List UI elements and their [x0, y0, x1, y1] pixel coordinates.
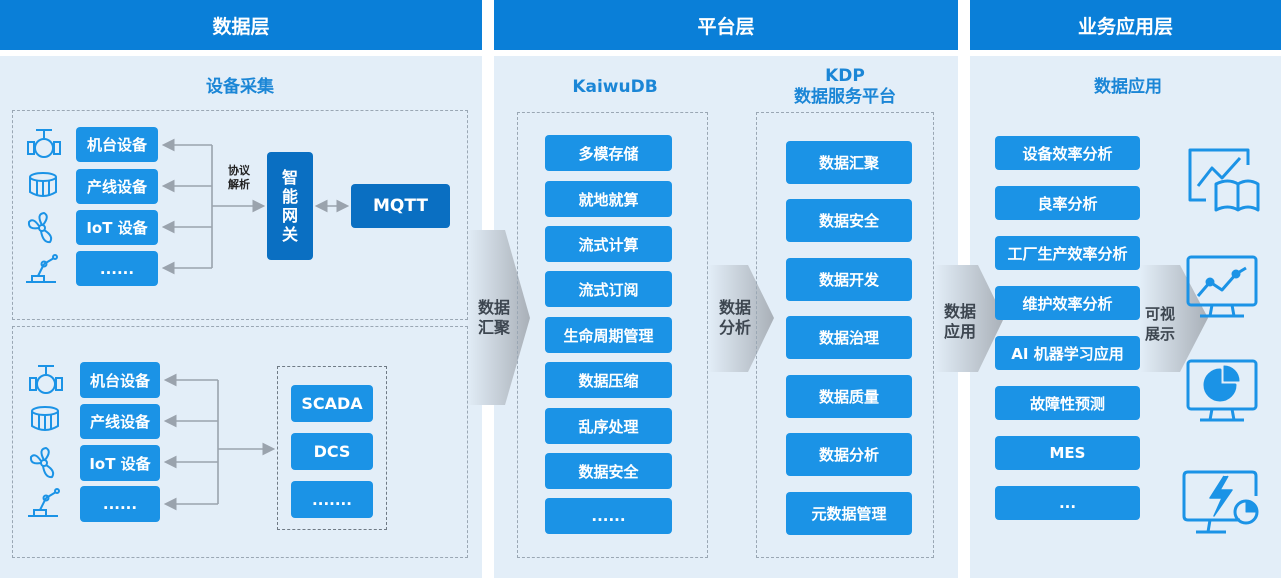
device-line-2: 产线设备	[80, 404, 160, 439]
smart-gateway: 智 能 网 关	[267, 152, 313, 260]
valve-icon	[27, 129, 61, 158]
kaiwudb-item: 流式订阅	[545, 271, 672, 307]
kaiwudb-item: 流式计算	[545, 226, 672, 262]
device-group-2	[12, 326, 468, 558]
device-iot-2: IoT 设备	[80, 445, 160, 481]
app-item: 维护效率分析	[995, 286, 1140, 320]
app-item: 良率分析	[995, 186, 1140, 220]
protocol-parse-label: 协议 解析	[228, 164, 250, 191]
app-item: ...	[995, 486, 1140, 520]
pie-chart-monitor-icon	[1186, 359, 1258, 422]
drum-icon	[31, 406, 59, 431]
app-item: 故障性预测	[995, 386, 1140, 420]
dcs-box: DCS	[291, 433, 373, 470]
kdp-item: 数据分析	[786, 433, 912, 476]
fan-icon	[27, 211, 53, 244]
kaiwudb-item: 多模存储	[545, 135, 672, 171]
kaiwudb-title: KaiwuDB	[572, 77, 658, 97]
kdp-container	[756, 112, 934, 558]
header-platform-layer: 平台层	[494, 0, 958, 50]
kaiwudb-item: 乱序处理	[545, 408, 672, 444]
app-item: 工厂生产效率分析	[995, 236, 1140, 270]
device-iot-1: IoT 设备	[76, 210, 158, 245]
data-apps-title: 数据应用	[1094, 77, 1162, 97]
mqtt-box: MQTT	[351, 184, 450, 228]
device-machine-2: 机台设备	[80, 362, 160, 398]
device-group-1	[12, 110, 468, 320]
device-line-1: 产线设备	[76, 169, 158, 204]
device-more-1: ......	[76, 251, 158, 286]
device-more-2: ......	[80, 486, 160, 522]
kaiwudb-item: 生命周期管理	[545, 317, 672, 353]
dashboard-book-icon	[1188, 148, 1260, 212]
header-business-layer: 业务应用层	[970, 0, 1281, 50]
valve-icon	[29, 365, 63, 394]
system-group	[277, 366, 387, 530]
kaiwudb-container	[517, 112, 708, 558]
kaiwudb-item: 数据安全	[545, 453, 672, 489]
kdp-item: 元数据管理	[786, 492, 912, 535]
app-item: AI 机器学习应用	[995, 336, 1140, 370]
flow-arrow-visualize	[1140, 265, 1208, 372]
flow-arrow-apply	[934, 265, 1004, 372]
system-more-box: .......	[291, 481, 373, 518]
flow-arrow-aggregate	[466, 230, 530, 405]
app-item: 设备效率分析	[995, 136, 1140, 170]
header-data-layer: 数据层	[0, 0, 482, 50]
app-item: MES	[995, 436, 1140, 470]
device-collection-title: 设备采集	[206, 77, 274, 97]
kdp-item: 数据开发	[786, 258, 912, 301]
kaiwudb-item: ......	[545, 498, 672, 534]
kdp-item: 数据汇聚	[786, 141, 912, 184]
flow-arrow-analyze	[708, 265, 774, 372]
power-monitor-icon	[1182, 470, 1259, 534]
kdp-item: 数据质量	[786, 375, 912, 418]
drum-icon	[29, 172, 57, 197]
robot-arm-icon	[26, 254, 58, 283]
robot-arm-icon	[28, 488, 60, 517]
flow-label-analyze: 数据 分析	[718, 298, 751, 337]
kdp-title: KDP 数据服务平台	[794, 66, 896, 107]
fan-icon	[29, 446, 55, 479]
scada-box: SCADA	[291, 385, 373, 422]
flow-label-apply: 数据 应用	[943, 302, 976, 341]
line-chart-monitor-icon	[1186, 255, 1258, 318]
kdp-item: 数据治理	[786, 316, 912, 359]
kaiwudb-item: 就地就算	[545, 181, 672, 217]
kdp-item: 数据安全	[786, 199, 912, 242]
device-machine-1: 机台设备	[76, 127, 158, 162]
flow-label-visualize: 可视 展示	[1144, 305, 1175, 343]
kaiwudb-item: 数据压缩	[545, 362, 672, 398]
flow-label-aggregate: 数据 汇聚	[477, 298, 510, 337]
